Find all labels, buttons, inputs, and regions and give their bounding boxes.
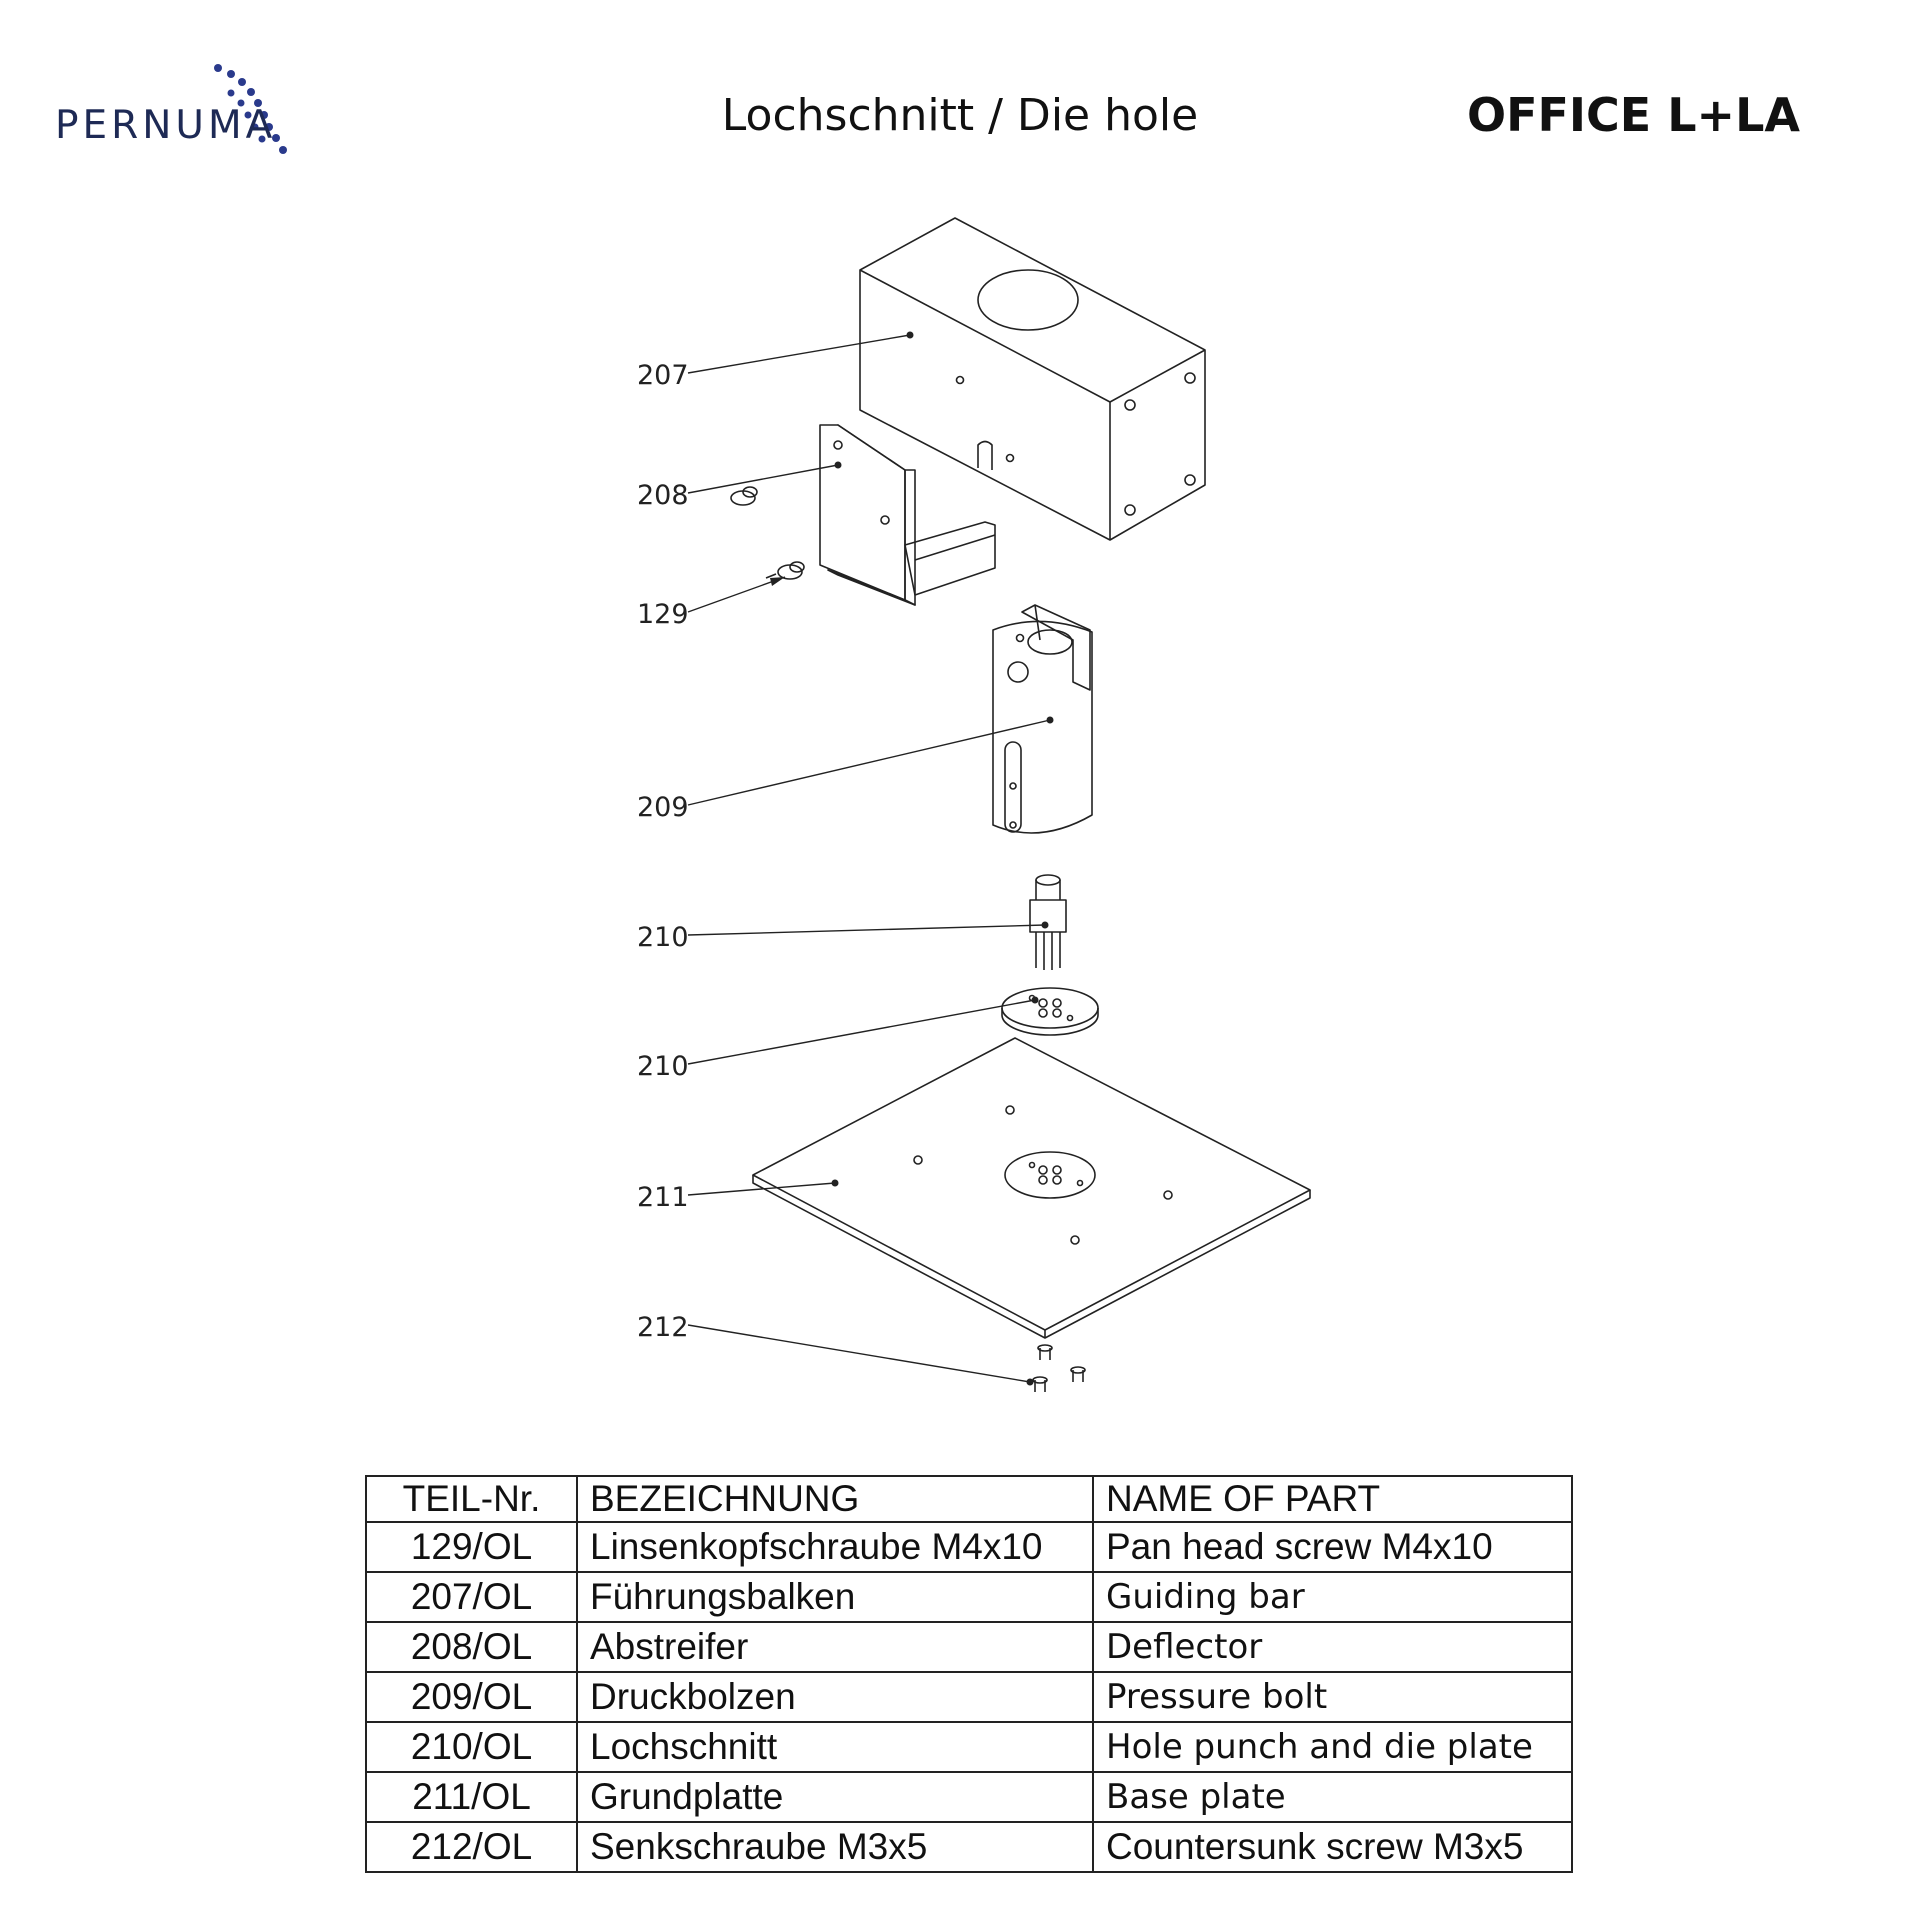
part-name: Hole punch and die plate [1092,1721,1573,1773]
pernuma-logo: PERNUMA [55,55,305,165]
part-208-deflector [819,424,996,606]
part-name: Countersunk screw M3x5 [1092,1821,1573,1873]
column-header-part-no: TEIL-Nr. [365,1475,578,1523]
leader-lines [687,334,1051,1383]
part-number: 212/OL [365,1821,578,1873]
part-designation: Senkschraube M3x5 [576,1821,1094,1873]
part-designation: Grundplatte [576,1771,1094,1823]
parts-table: TEIL-Nr. BEZEICHNUNG NAME OF PART 129/OL… [365,1475,1573,1873]
part-designation: Linsenkopfschraube M4x10 [576,1521,1094,1573]
callout-labels: 207 208 129 209 210 210 211 212 [637,360,689,1343]
part-number: 208/OL [365,1621,578,1673]
exploded-view-drawing: 207 208 129 209 210 210 211 212 [637,217,1311,1392]
column-header-designation: BEZEICHNUNG [576,1475,1094,1523]
part-name: Deflector [1092,1621,1573,1673]
callout-label: 209 [637,792,689,823]
callout-label: 212 [637,1312,689,1343]
part-210-hole-punch [1029,874,1067,970]
leader-dots [770,331,1054,1386]
callout-label: 210 [637,1051,689,1082]
callout-label: 129 [637,599,689,630]
part-name: Guiding bar [1092,1571,1573,1623]
callout-label: 208 [637,480,689,511]
table-row: 207/OL Führungsbalken Guiding bar [365,1571,1573,1623]
part-207-guiding-bar [859,217,1206,541]
callout-label: 211 [637,1182,689,1213]
part-designation: Lochschnitt [576,1721,1094,1773]
part-129-screw [730,486,805,580]
part-number: 129/OL [365,1521,578,1573]
part-name: Base plate [1092,1771,1573,1823]
part-number: 210/OL [365,1721,578,1773]
part-212-countersunk-screw [1032,1344,1086,1392]
table-row: 212/OL Senkschraube M3x5 Countersunk scr… [365,1821,1573,1873]
callout-label: 210 [637,922,689,953]
table-row: 210/OL Lochschnitt Hole punch and die pl… [365,1721,1573,1773]
part-209-pressure-bolt [992,604,1093,834]
part-name: Pressure bolt [1092,1671,1573,1723]
part-designation: Druckbolzen [576,1671,1094,1723]
part-number: 209/OL [365,1671,578,1723]
model-name: OFFICE L+LA [1466,88,1800,142]
table-header-row: TEIL-Nr. BEZEICHNUNG NAME OF PART [365,1475,1573,1523]
part-name: Pan head screw M4x10 [1092,1521,1573,1573]
part-number: 211/OL [365,1771,578,1823]
part-designation: Führungsbalken [576,1571,1094,1623]
part-210-die-plate [1001,987,1099,1036]
table-row: 209/OL Druckbolzen Pressure bolt [365,1671,1573,1723]
column-header-name-of-part: NAME OF PART [1092,1475,1573,1523]
table-row: 211/OL Grundplatte Base plate [365,1771,1573,1823]
logo-dots-icon [214,64,287,154]
part-211-base-plate [752,1037,1311,1339]
logo-text: PERNUMA [55,103,277,148]
part-designation: Abstreifer [576,1621,1094,1673]
callout-label: 207 [637,360,689,391]
page-title: Lochschnitt / Die hole [721,90,1199,141]
table-row: 129/OL Linsenkopfschraube M4x10 Pan head… [365,1521,1573,1573]
table-row: 208/OL Abstreifer Deflector [365,1621,1573,1673]
part-number: 207/OL [365,1571,578,1623]
